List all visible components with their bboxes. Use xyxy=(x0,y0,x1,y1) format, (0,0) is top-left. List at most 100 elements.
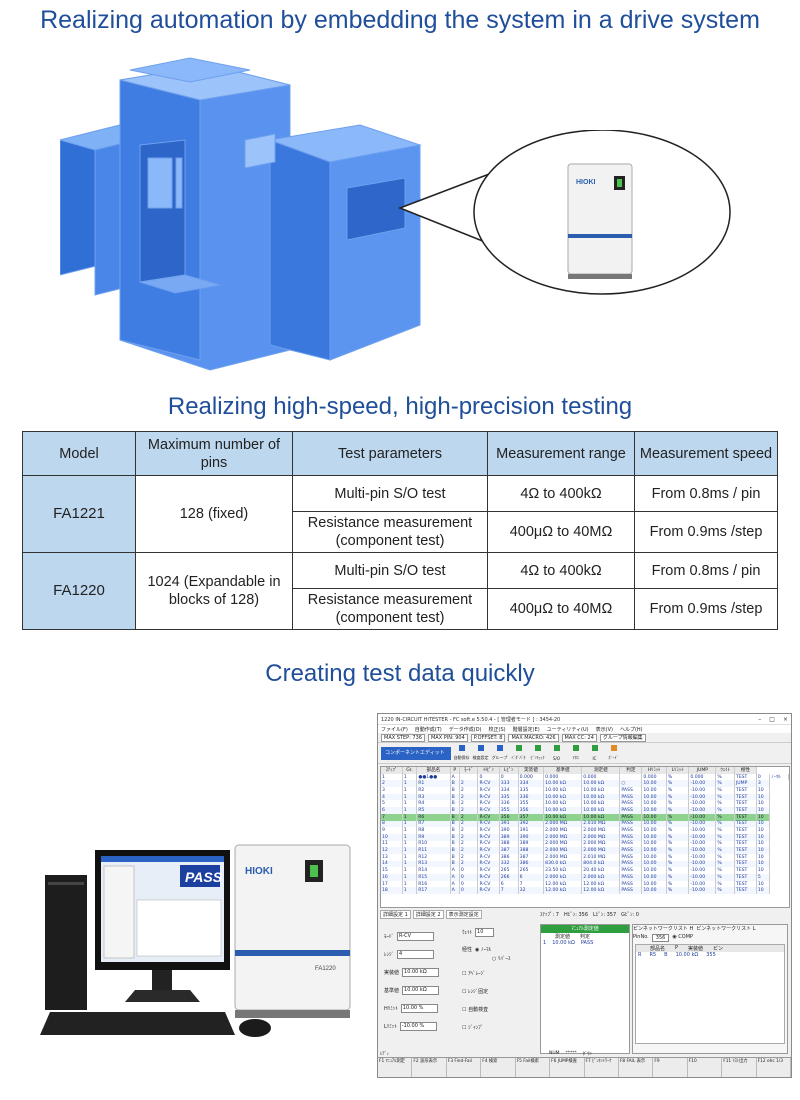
menu-file[interactable]: ファイル(F) xyxy=(381,726,408,733)
maximize-icon[interactable]: □ xyxy=(769,715,775,723)
f5-key[interactable]: F5 Fail検索 xyxy=(516,1058,551,1077)
wait-field[interactable]: 10 xyxy=(475,928,495,937)
grid-header-cell[interactable]: Hﾋﾟﾝ xyxy=(477,767,500,774)
grid-header-cell[interactable]: ｳｪｲﾄ xyxy=(715,767,735,774)
f3-key[interactable]: F3 Find-Fail xyxy=(447,1058,482,1077)
grid-header-cell[interactable]: 部品名 xyxy=(416,767,451,774)
grid-header-cell[interactable]: Gr. xyxy=(402,767,418,774)
grid-cell: 388 xyxy=(518,847,545,854)
llimit-field[interactable]: -10.00 % xyxy=(399,1022,437,1031)
grid-header-cell[interactable]: P xyxy=(450,767,460,774)
grid-cell: 5 xyxy=(381,800,403,808)
jump-checkbox[interactable]: ☐ ｼﾞｬﾝﾌﾟ xyxy=(462,1025,484,1031)
f7-key[interactable]: F7 ﾋﾟﾝﾈｯﾄﾜｰｸ xyxy=(585,1058,619,1077)
f8-key[interactable]: F8 FAIL 表示 xyxy=(619,1058,654,1077)
grid-header-cell[interactable]: 基準値 xyxy=(543,767,583,774)
grid-header-cell[interactable]: 極性 xyxy=(734,767,757,774)
pin-no-field[interactable]: 356 xyxy=(651,934,670,942)
menu-help[interactable]: ヘルプ(H) xyxy=(619,726,643,733)
toolbar-macro[interactable]: ﾏｸﾛ xyxy=(567,745,584,761)
toolbar-so[interactable]: S/O xyxy=(548,745,565,761)
grid-cell: % xyxy=(715,773,735,781)
tab-pinnet-h[interactable]: ピンネットワークリスト H xyxy=(633,926,694,932)
comp-radio[interactable]: ◉ COMP xyxy=(672,934,694,940)
tab-detail-2[interactable]: 詳細設定 2 xyxy=(412,910,444,919)
toolbar-autosave[interactable]: 自動保存 xyxy=(453,745,470,761)
grid-cell: B xyxy=(450,800,460,808)
toolbar-group[interactable]: グループ xyxy=(491,745,508,761)
f2-key[interactable]: F2 波形表示 xyxy=(412,1058,447,1077)
f1-key[interactable]: F1 ﾏﾆｭｱﾙ測定 xyxy=(378,1058,413,1077)
f12-key[interactable]: F12 ehc 1/3 xyxy=(757,1058,791,1077)
menu-view[interactable]: 表示(V) xyxy=(595,726,613,733)
grid-header-cell[interactable]: ﾓｰﾄﾞ xyxy=(459,767,479,774)
average-checkbox[interactable]: ☐ ｱﾍﾞﾚｰｼﾞ xyxy=(462,971,486,977)
f10-key[interactable]: F10 xyxy=(688,1058,723,1077)
menu-calib[interactable]: 校正(S) xyxy=(488,726,506,733)
mode-select[interactable]: R-CV xyxy=(397,932,435,941)
range-select[interactable]: 4 xyxy=(397,950,435,959)
grid-cell: 10.00 kΩ xyxy=(543,800,583,808)
grid-header-cell[interactable]: Lﾘﾐｯﾄ xyxy=(666,767,690,774)
speed-heading: Realizing high-speed, high-precision tes… xyxy=(167,393,633,420)
tab-pinnet-l[interactable]: ピンネットワークリスト L xyxy=(696,926,756,932)
grid-header-cell[interactable]: 判定 xyxy=(619,767,643,774)
close-icon[interactable]: × xyxy=(782,715,788,723)
f9-key[interactable]: F9 xyxy=(653,1058,688,1077)
tab-display[interactable]: 表示測定設定 xyxy=(445,910,482,919)
grid-header-cell[interactable]: Hﾘﾐｯﾄ xyxy=(641,767,667,774)
toolbar-pattern[interactable]: ﾍﾞﾀﾞﾊﾟﾀ xyxy=(510,745,527,761)
group-edit-checkbox[interactable]: グループ情報編集 xyxy=(599,733,646,742)
normal-radio[interactable]: ◉ ﾉｰﾏﾙ xyxy=(475,947,491,953)
grid-cell: 265 xyxy=(518,867,545,874)
grid-header-cell[interactable]: 測定値 xyxy=(581,767,621,774)
toolbar-ic[interactable]: IC xyxy=(586,745,603,761)
f11-key[interactable]: F11 ﾘｽﾄ出力 xyxy=(722,1058,757,1077)
f6-key[interactable]: F6 JUMP検査 xyxy=(550,1058,585,1077)
actual-field[interactable]: 10.00 kΩ xyxy=(402,968,440,977)
component-edit-button[interactable]: コンポーネントエディット xyxy=(381,746,451,760)
range-fix-checkbox[interactable]: ☐ ﾚﾝｼﾞ固定 xyxy=(462,989,489,995)
grid-cell: % xyxy=(666,787,690,794)
gpin-info: Gﾋﾟﾝ: 0 xyxy=(621,912,639,918)
toolbar-pincheck[interactable]: ﾋﾟﾝﾁｪｯｸ xyxy=(529,745,546,761)
hlimit-field[interactable]: 10.00 % xyxy=(400,1004,438,1013)
menu-layer[interactable]: 階層設定(E) xyxy=(512,726,540,733)
f4-key[interactable]: F4 検索 xyxy=(481,1058,516,1077)
grid-header-cell[interactable]: ｽﾃｯﾌﾟ xyxy=(381,767,403,774)
grid-cell: % xyxy=(666,813,690,821)
menu-auto[interactable]: 自動作成(T) xyxy=(414,726,442,733)
auto-check-checkbox[interactable]: ☐ 自動検査 xyxy=(462,1007,489,1013)
grid-header-cell[interactable]: JUMP xyxy=(688,767,717,774)
tab-detail-1[interactable]: 詳細設定 1 xyxy=(380,910,411,919)
minimize-icon[interactable]: – xyxy=(758,715,762,723)
toolbar-settings[interactable]: 検査設定 xyxy=(472,745,489,761)
grid-header-cell[interactable]: 実装値 xyxy=(518,767,545,774)
menu-utility[interactable]: ユーティリティ(U) xyxy=(546,726,589,733)
reverse-radio[interactable]: ○ ﾘﾊﾞｰｽ xyxy=(492,956,511,962)
menu-data[interactable]: データ作成(D) xyxy=(448,726,482,733)
toolbar-board[interactable]: ﾎﾞｰﾄﾞ xyxy=(605,745,622,761)
grid-header-cell[interactable]: Lﾋﾟﾝ xyxy=(499,767,519,774)
ref-field[interactable]: 10.00 kΩ xyxy=(402,986,440,995)
